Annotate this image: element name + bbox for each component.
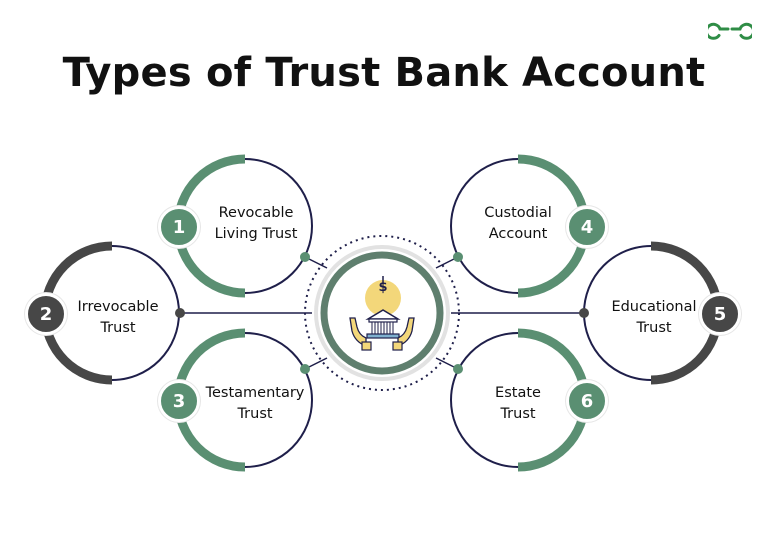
item-label-6-line-1: Estate [495,385,541,401]
item-label-2-line-1: Irrevocable [77,299,159,315]
item-number-badge-2: 2 [25,293,67,335]
item-label-6: Estate Trust [462,383,574,425]
item-number-badge-5: 5 [699,293,741,335]
item-label-1: Revocable Living Trust [196,203,316,245]
item-number-badge-6: 6 [566,380,608,422]
item-number-badge-3: 3 [158,380,200,422]
item-label-2: Irrevocable Trust [62,297,174,339]
svg-text:$: $ [378,280,387,295]
item-label-4-line-1: Custodial [484,205,552,221]
item-label-2-line-2: Trust [100,320,136,336]
item-label-4-line-2: Account [488,226,548,242]
item-number-badge-1: 1 [158,206,200,248]
item-label-6-line-2: Trust [500,406,536,422]
item-label-5: Educational Trust [598,297,710,339]
item-label-5-line-1: Educational [611,299,697,315]
item-label-3-line-2: Trust [237,406,273,422]
geeksforgeeks-logo-icon [708,18,752,40]
bank-hands-dollar-icon: $ [349,276,415,351]
item-number-badge-4: 4 [566,206,608,248]
item-label-4: Custodial Account [462,203,574,245]
page-title: Types of Trust Bank Account [62,50,706,96]
item-label-1-line-2: Living Trust [214,226,298,242]
item-label-3-line-1: Testamentary [205,385,305,401]
item-label-3: Testamentary Trust [194,383,316,425]
item-label-5-line-2: Trust [636,320,672,336]
item-label-1-line-1: Revocable [218,205,294,221]
